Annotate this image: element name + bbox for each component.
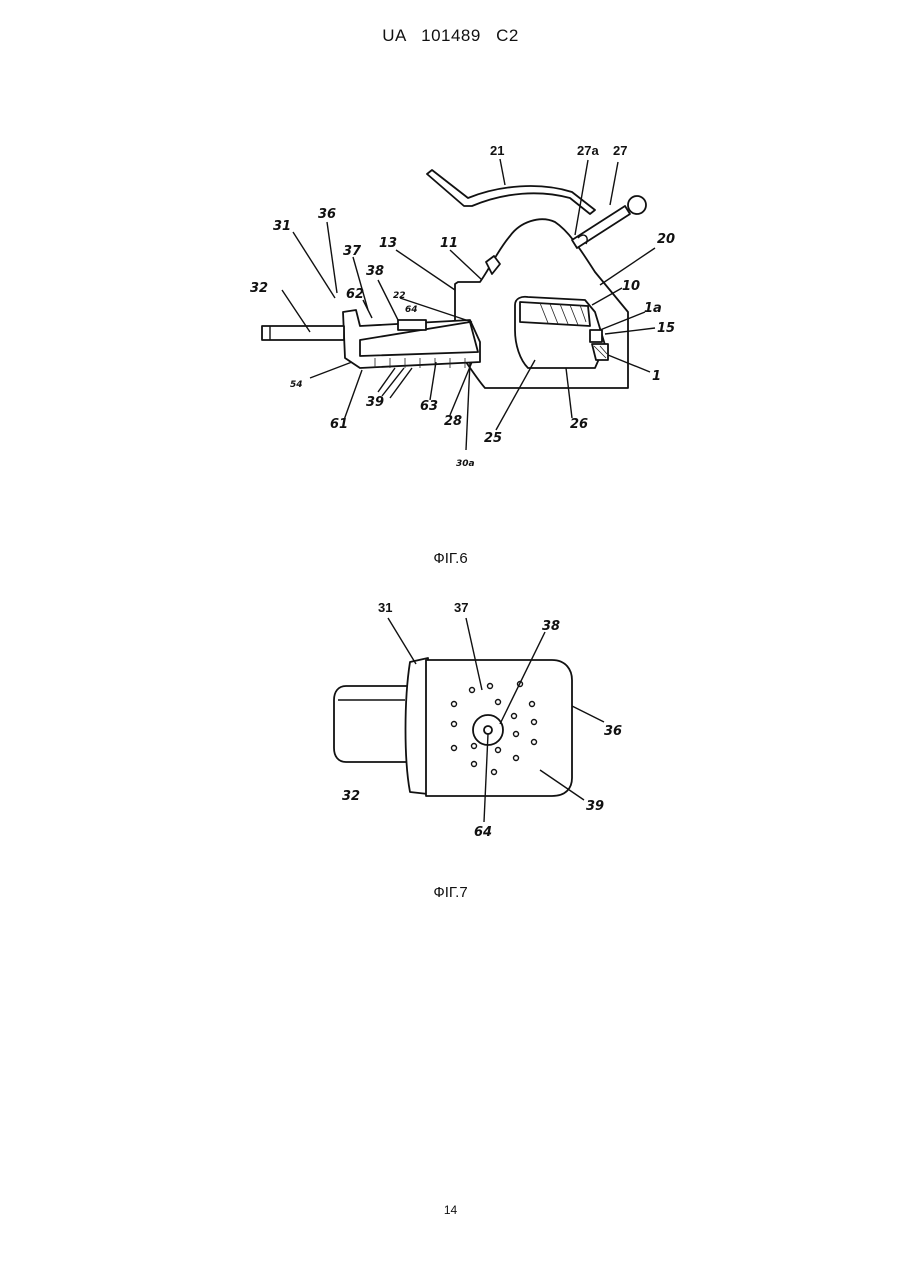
page-number: 14 [0,1203,901,1217]
fig6-label-38: 38 [366,264,384,279]
fig6-label-11: 11 [440,236,458,251]
fig6-label-32: 32 [250,281,268,296]
fig6-label-22: 22 [393,291,406,301]
figure-7-drawing: 31 37 38 36 32 39 64 [334,600,622,840]
figure-6-caption: ФІГ.6 [0,550,901,567]
fig6-label-62: 62 [346,287,364,302]
fig6-label-10: 10 [622,279,640,294]
fig6-label-28: 28 [444,414,462,429]
fig6-label-63: 63 [420,399,438,414]
fig7-label-36: 36 [604,724,622,739]
fig6-label-64: 64 [405,305,418,315]
fig6-label-21: 21 [490,143,504,158]
figure-6-drawing: 21 27a 27 31 36 37 13 11 20 38 62 64 22 … [250,143,675,469]
fig6-label-1: 1 [652,369,661,384]
fig6-label-36: 36 [318,207,336,222]
fig6-label-25: 25 [484,431,502,446]
fig6-label-13: 13 [379,236,397,251]
fig6-label-1a: 1a [644,301,662,316]
fig6-label-39: 39 [366,395,384,410]
fig6-label-30a: 30a [456,459,475,469]
fig6-label-37: 37 [343,244,362,259]
fig6-label-26: 26 [570,417,588,432]
fig7-label-32: 32 [342,789,360,804]
fig7-label-31: 31 [378,600,392,615]
fig6-label-27a: 27a [577,143,599,158]
fig6-label-20: 20 [657,232,675,247]
fig6-label-54: 54 [290,380,303,390]
fig7-label-37: 37 [454,600,468,615]
fig6-label-61: 61 [330,417,348,432]
fig6-label-27: 27 [613,143,627,158]
figure-7-caption: ФІГ.7 [0,884,901,901]
fig6-label-31: 31 [273,219,291,234]
fig6-label-15: 15 [657,321,675,336]
fig7-label-38: 38 [542,619,560,634]
fig7-label-64: 64 [474,825,492,840]
fig7-label-39: 39 [586,799,604,814]
